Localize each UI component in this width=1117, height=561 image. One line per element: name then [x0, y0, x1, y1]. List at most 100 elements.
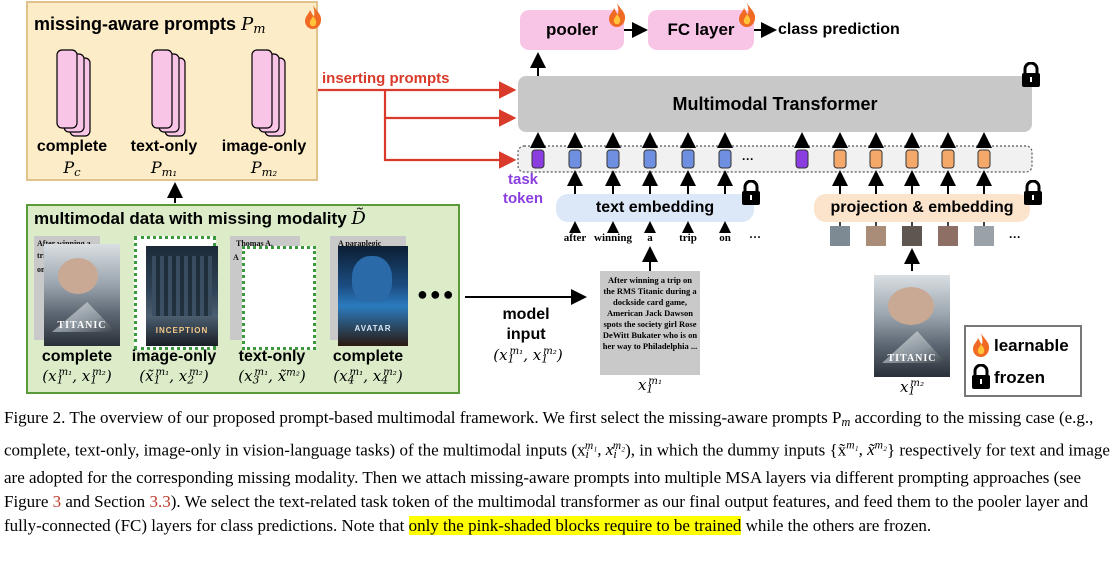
prompt-math-text-only: Pm₁: [150, 158, 178, 179]
figure-caption: Figure 2. The overview of our proposed p…: [4, 406, 1112, 538]
prompts-box-title: missing-aware prompts Pm: [34, 14, 266, 37]
poster-title: INCEPTION: [155, 326, 209, 335]
data-title-math: D̃: [351, 208, 366, 229]
flame-icon: [739, 3, 756, 27]
sample-label-text-only: text-only: [238, 348, 306, 365]
text-embedding-label: text embedding: [595, 199, 715, 216]
inserting-prompts-arrows: [318, 81, 517, 169]
prompt-math-complete: Pc: [63, 158, 81, 179]
prompt-label-complete: complete: [36, 138, 108, 155]
token-word: ···: [748, 230, 761, 244]
more-samples-dots: ●●●: [417, 284, 456, 304]
caption-text: ). We select the text-related task token…: [4, 492, 1089, 536]
fc-layer-box: [648, 10, 754, 50]
dummy-image-placeholder: [242, 246, 316, 350]
titanic-poster: TITANIC: [44, 244, 120, 346]
text-input-card: After winning a trip on the RMS Titanic …: [600, 271, 700, 375]
token-word: trip: [679, 232, 697, 244]
prompt-math-image-only: Pm₂: [250, 158, 278, 179]
caption-text: Figure 2. The overview of our proposed p…: [4, 408, 842, 427]
caption-text: and Section: [61, 492, 150, 512]
caption-sub: m: [841, 415, 851, 430]
poster-buildings: [152, 256, 212, 316]
sample-math-2: (x̃1m₁, x2m₂): [139, 367, 209, 387]
sample-label-complete: complete: [332, 348, 404, 365]
patch-ellipsis: ···: [1009, 230, 1021, 244]
image-input-poster: TITANIC: [874, 275, 950, 377]
flame-icon: [973, 333, 990, 357]
projection-embedding-label: projection & embedding: [830, 199, 1014, 216]
model-input-label: model input: [486, 305, 566, 345]
token-row: [531, 149, 991, 169]
sample-text-line: on: [37, 265, 46, 274]
sample-text-line: A: [233, 253, 239, 262]
sample-text-snippet: A paraplegic: [338, 239, 382, 248]
token-word: a: [647, 232, 653, 244]
caption-highlight: only the pink-shaded blocks require to b…: [408, 516, 742, 536]
caption-text: ), in which the dummy inputs {x̃: [625, 440, 847, 460]
legend-learnable: learnable: [994, 336, 1069, 355]
lock-icon: [1024, 180, 1042, 205]
sample-text-snippet: After winning a trip: [34, 236, 100, 264]
token-strip: [517, 145, 1033, 173]
class-prediction-label: class prediction: [778, 21, 900, 38]
poster-face: [352, 256, 392, 302]
task-token-line1: task: [507, 171, 539, 188]
text-input-paragraph: After winning a trip on the RMS Titanic …: [602, 275, 698, 351]
sample-label-complete: complete: [41, 348, 113, 365]
pooler-box: [520, 10, 624, 50]
prompt-label-text-only: text-only: [130, 138, 198, 155]
token-word: on: [719, 232, 731, 244]
prompt-stack-text-only: [151, 49, 186, 137]
inception-poster: INCEPTION: [146, 246, 218, 346]
text-input-math: x1m₁: [637, 376, 663, 396]
inserting-prompts-label: inserting prompts: [322, 70, 450, 87]
data-title-text: multimodal data with missing modality: [34, 209, 347, 228]
image-input-math: x1m₂: [899, 378, 925, 398]
data-box-title: multimodal data with missing modality D̃: [34, 208, 366, 229]
poster-face: [888, 287, 934, 325]
sample-math-4: (x4m₁, x4m₂): [333, 367, 403, 387]
token-word: after: [563, 232, 587, 244]
model-input-line1: model: [502, 306, 550, 323]
poster-title: TITANIC: [57, 320, 107, 331]
avatar-poster: AVATAR: [338, 246, 408, 346]
poster-title: TITANIC: [887, 353, 937, 364]
model-input-line2: input: [506, 326, 546, 343]
lock-icon: [972, 364, 990, 389]
projection-embedding-box: [814, 194, 1030, 222]
prompt-stack-image-only: [251, 49, 286, 137]
fc-layer-label: FC layer: [667, 20, 735, 39]
sample-label-image-only: image-only: [131, 348, 217, 365]
caption-text: while the others are frozen.: [741, 516, 932, 536]
model-input-math: (x1m₁, x1m₂): [493, 346, 563, 366]
poster-title: AVATAR: [354, 324, 392, 333]
flame-icon: [305, 5, 322, 29]
image-patches: [830, 226, 994, 246]
lock-icon: [742, 180, 760, 205]
prompt-stack-complete: [56, 49, 91, 137]
sample-text-snippet: Thomas A.: [236, 239, 273, 248]
section-ref-link[interactable]: 3.3: [149, 492, 171, 512]
prompts-title-math: Pm: [241, 14, 266, 38]
lock-icon: [1022, 62, 1040, 87]
sample-math-1: (x1m₁, x1m₂): [42, 367, 112, 387]
task-token-label: task token: [495, 170, 551, 208]
task-token-line2: token: [502, 190, 543, 207]
token-word: winning: [594, 232, 632, 244]
sample-math-3: (x3m₁, x̃m₂): [238, 367, 306, 387]
token-ellipsis: ···: [742, 152, 754, 166]
caption-text: according to the missing case (e.g., com…: [4, 408, 1094, 460]
flame-icon: [609, 3, 626, 27]
caption-math: im₁, xim₂: [584, 439, 626, 462]
prompt-label-image-only: image-only: [221, 138, 307, 155]
legend-frozen: frozen: [994, 368, 1045, 387]
multimodal-transformer-box: [518, 76, 1032, 132]
prompts-title-text: missing-aware prompts: [34, 14, 237, 34]
figure-ref-link[interactable]: 3: [52, 492, 62, 512]
caption-text: } respectively for text and image are ad…: [4, 440, 1110, 512]
multimodal-transformer-label: Multimodal Transformer: [672, 94, 878, 114]
pooler-label: pooler: [546, 20, 598, 39]
poster-face: [58, 258, 98, 294]
